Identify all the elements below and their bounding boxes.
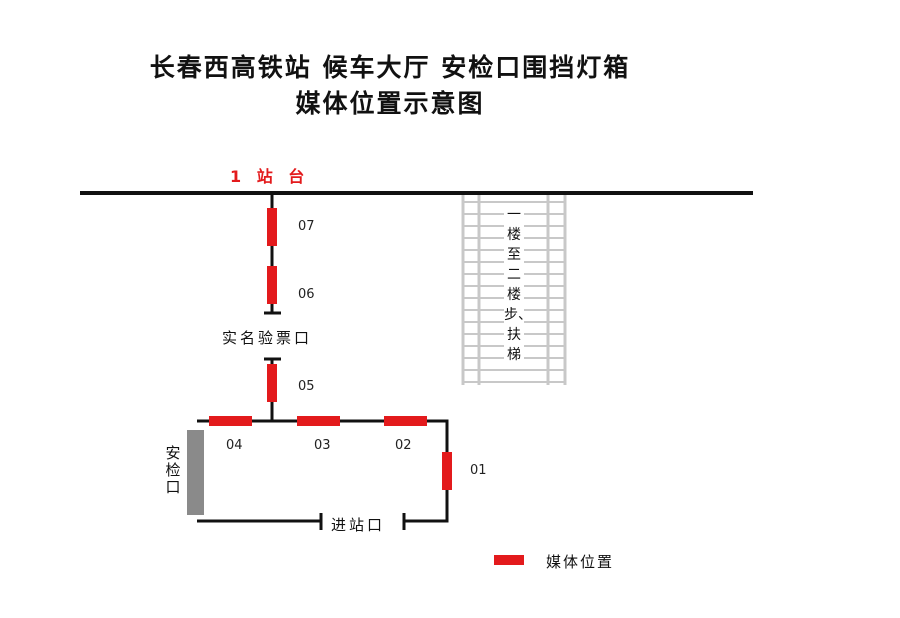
media-06-label: 06 (298, 287, 315, 302)
title-line-1: 长春西高铁站 候车大厅 安检口围挡灯箱 (149, 53, 631, 82)
media-01 (442, 452, 452, 490)
entrance-label: 进站口 (331, 516, 386, 534)
media-05-label: 05 (298, 379, 315, 394)
media-01-label: 01 (470, 463, 487, 478)
media-04-label: 04 (226, 438, 243, 453)
media-03 (297, 416, 340, 426)
title-line-2: 媒体位置示意图 (295, 89, 485, 118)
media-07 (267, 208, 277, 246)
stairs-escalator (461, 195, 567, 385)
stairs-label: 一楼至二楼步、扶梯 (504, 203, 532, 367)
legend-swatch (494, 555, 524, 565)
media-04 (209, 416, 252, 426)
media-02-label: 02 (395, 438, 412, 453)
media-02 (384, 416, 427, 426)
legend-label: 媒体位置 (546, 553, 615, 571)
ticket-check-label: 实名验票口 (222, 329, 313, 347)
platform-label: 1 站 台 (230, 167, 305, 186)
media-05 (267, 364, 277, 402)
hall-wall (197, 419, 449, 523)
security-bar (187, 430, 204, 515)
security-label: 安检口 (165, 444, 181, 496)
media-03-label: 03 (314, 438, 331, 453)
media-07-label: 07 (298, 219, 315, 234)
media-06 (267, 266, 277, 304)
